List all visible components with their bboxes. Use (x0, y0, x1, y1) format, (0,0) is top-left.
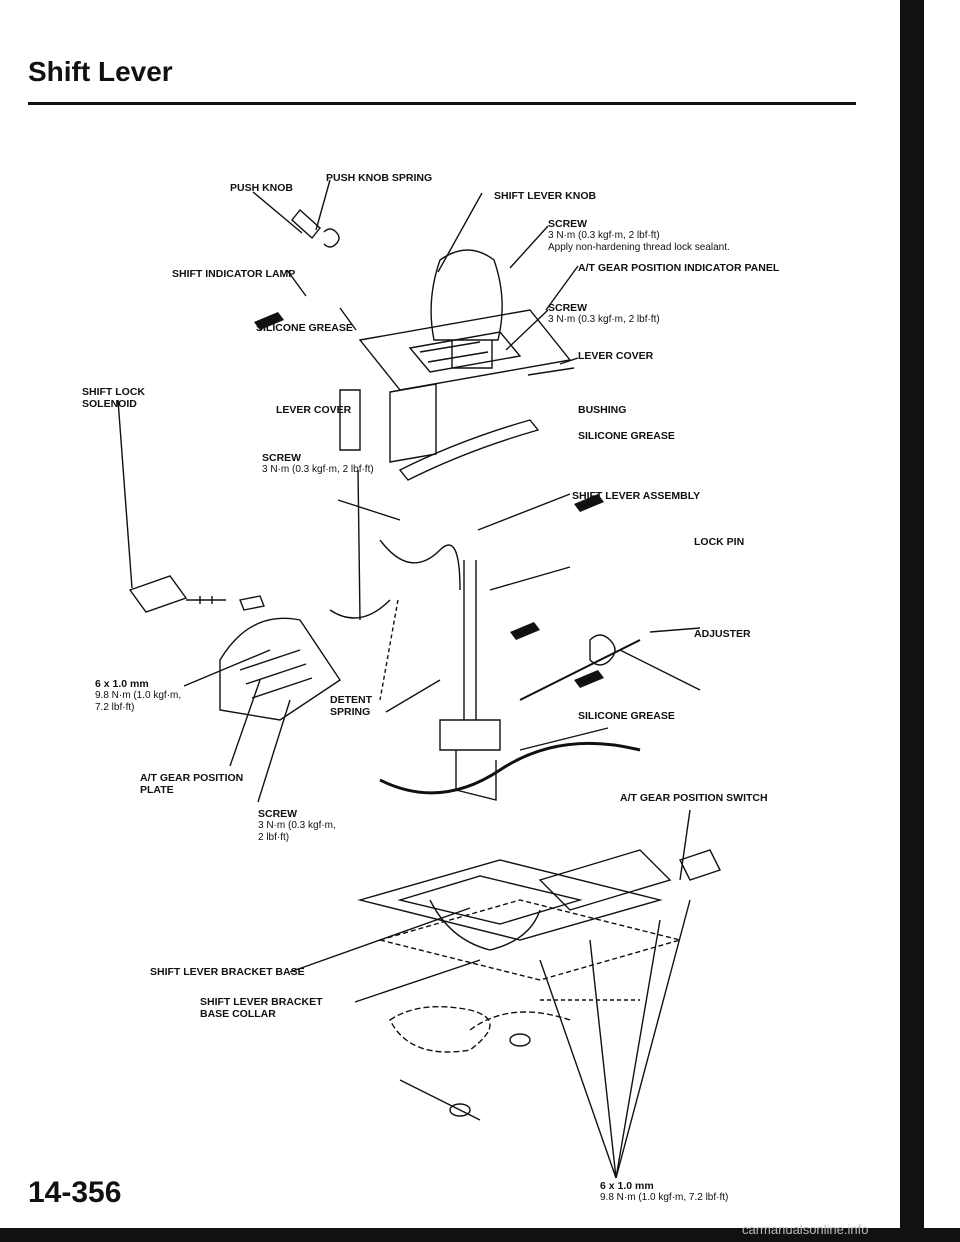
label-lever-cover-right: LEVER COVER (578, 350, 654, 362)
label-position-plate-1: A/T GEAR POSITION (140, 772, 244, 784)
label-bracket-collar-1: SHIFT LEVER BRACKET (200, 996, 323, 1008)
label-bolt-size-left: 6 x 1.0 mm (95, 678, 149, 690)
title-rule (28, 102, 856, 105)
label-adjuster: ADJUSTER (694, 628, 751, 640)
label-shift-lock-2: SOLENOID (82, 398, 137, 410)
label-detent-1: DETENT (330, 694, 372, 706)
label-silicone-grease-1: SILICONE GREASE (256, 322, 353, 334)
label-bolt-size-bottom: 6 x 1.0 mm (600, 1180, 654, 1192)
label-detent-2: SPRING (330, 706, 371, 718)
watermark: carmanualsonline.info (742, 1222, 869, 1237)
label-shift-lever-knob: SHIFT LEVER KNOB (494, 190, 597, 202)
spec-bolt-left-1: 9.8 N·m (1.0 kgf·m, (95, 690, 182, 701)
label-lock-pin: LOCK PIN (694, 536, 745, 548)
spec-screw-plate-1: 3 N·m (0.3 kgf·m, (258, 820, 336, 831)
spec-screw-solenoid: 3 N·m (0.3 kgf·m, 2 lbf·ft) (262, 464, 374, 475)
spec-screw-knob: 3 N·m (0.3 kgf·m, 2 lbf·ft) (548, 230, 660, 241)
page-number: 14-356 (28, 1176, 122, 1209)
page-title: Shift Lever (28, 56, 173, 87)
label-screw-plate: SCREW (258, 808, 298, 820)
label-lever-cover-left: LEVER COVER (276, 404, 352, 416)
label-bracket-base: SHIFT LEVER BRACKET BASE (150, 966, 305, 978)
spec-bolt-left-2: 7.2 lbf·ft) (95, 702, 135, 713)
label-screw-solenoid: SCREW (262, 452, 302, 464)
label-silicone-grease-2: SILICONE GREASE (578, 430, 675, 442)
spec-screw-plate-2: 2 lbf·ft) (258, 832, 290, 843)
label-screw-panel: SCREW (548, 302, 588, 314)
label-screw-knob: SCREW (548, 218, 588, 230)
label-push-knob: PUSH KNOB (230, 182, 294, 194)
spec-screw-panel: 3 N·m (0.3 kgf·m, 2 lbf·ft) (548, 314, 660, 325)
label-bushing: BUSHING (578, 404, 627, 416)
spec-bolt-bottom: 9.8 N·m (1.0 kgf·m, 7.2 lbf·ft) (600, 1192, 729, 1203)
label-shift-lever-assembly: SHIFT LEVER ASSEMBLY (572, 490, 701, 502)
label-bracket-collar-2: BASE COLLAR (200, 1008, 276, 1020)
label-shift-indicator-lamp: SHIFT INDICATOR LAMP (172, 268, 296, 280)
label-silicone-grease-3: SILICONE GREASE (578, 710, 675, 722)
label-shift-lock-1: SHIFT LOCK (82, 386, 145, 398)
label-push-knob-spring: PUSH KNOB SPRING (326, 172, 433, 184)
binding-spine (900, 0, 924, 1242)
note-thread-lock: Apply non-hardening thread lock sealant. (548, 242, 730, 253)
label-indicator-panel: A/T GEAR POSITION INDICATOR PANEL (578, 262, 780, 274)
label-position-plate-2: PLATE (140, 784, 174, 796)
label-position-switch: A/T GEAR POSITION SWITCH (620, 792, 768, 804)
footer-bar (0, 1228, 960, 1242)
